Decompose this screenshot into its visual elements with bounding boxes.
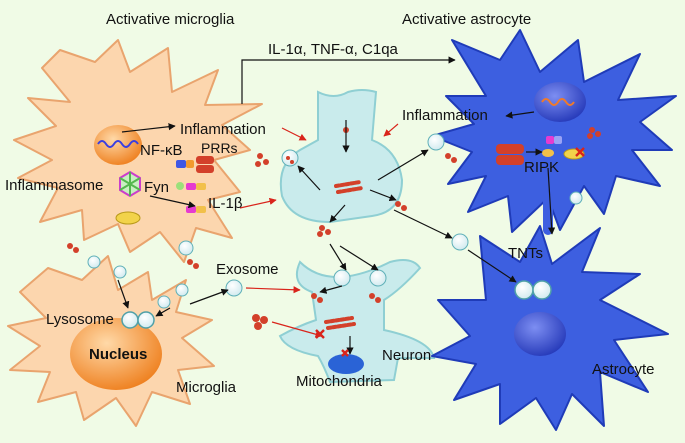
arrow-lys-2 — [155, 307, 171, 317]
arrow-syn-tnts — [393, 209, 453, 239]
activative-microglia-nucleus — [94, 125, 142, 165]
lysosome-label: Lysosome — [46, 311, 114, 328]
activative-astrocyte-nucleus — [534, 82, 586, 122]
title-activative-microglia: Activative microglia — [106, 11, 235, 28]
fyn-icon — [176, 182, 206, 190]
arrow-to-il1b — [149, 195, 196, 209]
lysosome-icon — [121, 311, 155, 329]
inflammasome-icon — [119, 170, 141, 198]
mitochondria-label: Mitochondria — [296, 373, 382, 390]
red-arrow-aggregate — [271, 321, 323, 338]
astrocyte-label: Astrocyte — [592, 361, 655, 378]
arrow-astro-down — [547, 167, 556, 235]
astrocyte-nucleus — [514, 312, 566, 356]
arrow-syn-astro — [377, 149, 429, 181]
astrocyte-receptor-icon — [496, 144, 524, 165]
red-arrow-inflam-left — [281, 127, 307, 141]
arrow-syn-3 — [329, 204, 346, 223]
arrow-syn-4 — [369, 189, 397, 202]
arrow-cytokines — [241, 56, 456, 104]
red-arrow-inflam-right — [383, 123, 399, 137]
protein-aggregates — [67, 127, 601, 330]
arrow-lysosome — [117, 279, 130, 309]
ripk-label: RIPK — [524, 159, 560, 176]
ripk-complex-icon — [542, 136, 562, 157]
block-marks — [315, 147, 585, 357]
vesicles — [87, 133, 583, 309]
dna-icon — [97, 140, 139, 148]
inflammation-label-left: Inflammation — [180, 121, 266, 138]
fibril-aggregates — [324, 180, 364, 330]
tnts-vesicle-icon — [514, 280, 552, 300]
arrow-vesicle-tnts — [467, 249, 517, 283]
presynaptic-terminal — [279, 89, 404, 224]
neuron-label: Neuron — [382, 347, 432, 364]
fyn-label: Fyn — [144, 179, 170, 196]
cytokines-label: IL-1α, TNF-α, C1qa — [268, 41, 398, 58]
dna-icon — [541, 98, 575, 106]
nfkb-label: NF-κB — [140, 142, 183, 159]
postsynaptic-neuron — [278, 259, 436, 384]
arrow-syn-2 — [297, 165, 321, 191]
activative-astrocyte-cell — [431, 29, 677, 233]
red-arrow-il1b — [239, 197, 277, 209]
arrow-astro-inflam — [505, 111, 535, 119]
microglia-mitochondrion — [115, 211, 141, 225]
nucleus-label: Nucleus — [89, 346, 148, 363]
arrow-exosome — [189, 288, 229, 305]
nfkb-complex-icon — [176, 160, 194, 168]
inflammasome-label: Inflammasome — [5, 177, 104, 194]
il1b-label: IL-1β — [208, 195, 243, 212]
red-arrow-exosome — [245, 286, 301, 294]
neuron-mitochondrion — [328, 354, 364, 374]
tnts-label: TNTs — [508, 245, 543, 262]
title-activative-astrocyte: Activative astrocyte — [402, 11, 532, 28]
exosome-label: Exosome — [216, 261, 279, 278]
prrs-receptor-icon — [196, 156, 214, 173]
arrow-nfkb-inflammation — [121, 123, 176, 133]
arrow-neuron-2 — [339, 245, 379, 271]
arrow-neuron-3 — [319, 285, 343, 294]
microglia-label: Microglia — [176, 379, 237, 396]
arrow-neuron-1 — [329, 243, 347, 271]
microglia-nucleus — [70, 318, 162, 390]
prrs-label: PRRs — [201, 140, 238, 156]
inflammation-label-right: Inflammation — [402, 107, 488, 124]
